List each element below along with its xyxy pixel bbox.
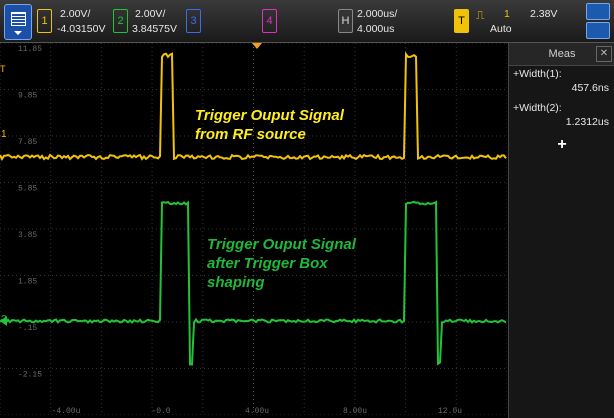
channel1-annotation: Trigger Ouput Signal from RF source xyxy=(195,106,344,144)
trigger-level-marker: T xyxy=(0,64,6,74)
trigger-button[interactable]: T xyxy=(454,9,469,33)
channel2-label-marker: 2 xyxy=(1,314,7,325)
annotation-line: Trigger Ouput Signal xyxy=(195,106,344,125)
channel1-scale: 2.00V/ xyxy=(60,7,90,21)
channel4-button[interactable]: 4 xyxy=(262,9,277,33)
horizontal-position: 4.000us xyxy=(357,22,394,36)
y-tick-label: 7.85 xyxy=(18,138,37,147)
x-tick-label: 8.00u xyxy=(343,407,367,415)
channel1-button[interactable]: 1 xyxy=(37,9,52,33)
waveform-display: 11.85 9.85 7.85 5.85 3.85 1.85 -.15 -2.15 -4.00… xyxy=(0,43,507,415)
screen-layout-icon[interactable] xyxy=(586,3,610,20)
horizontal-button[interactable]: H xyxy=(338,9,353,33)
annotation-line: shaping xyxy=(207,273,356,292)
measurement-row[interactable]: +Width(2): 1.2312us xyxy=(509,100,614,134)
channel1-ground-marker: 1 xyxy=(1,129,7,140)
trigger-level: 2.38V xyxy=(530,7,557,21)
channel2-offset: 3.84575V xyxy=(132,22,177,36)
x-tick-label: -0.0 xyxy=(151,407,170,415)
zoom-layout-icon[interactable] xyxy=(586,22,610,39)
y-tick-label: -.15 xyxy=(18,324,37,333)
y-tick-label: 5.85 xyxy=(18,185,37,194)
channel2-scale: 2.00V/ xyxy=(135,7,165,21)
add-measurement-button[interactable]: + xyxy=(509,136,614,154)
channel1-offset: -4.03150V xyxy=(57,22,105,36)
close-icon[interactable]: ✕ xyxy=(596,46,612,62)
annotation-line: from RF source xyxy=(195,125,344,144)
channel3-button[interactable]: 3 xyxy=(186,9,201,33)
annotation-line: Trigger Ouput Signal xyxy=(207,235,356,254)
measurement-value: 1.2312us xyxy=(566,116,609,128)
top-toolbar: 1 2.00V/ -4.03150V 2 2.00V/ 3.84575V 3 4… xyxy=(0,0,614,43)
dropdown-icon xyxy=(14,31,22,35)
rising-edge-icon: ⎍ xyxy=(476,8,484,23)
trigger-mode: Auto xyxy=(490,22,512,36)
x-tick-label: 4.00u xyxy=(245,407,269,415)
annotation-line: after Trigger Box xyxy=(207,254,356,273)
channel2-button[interactable]: 2 xyxy=(113,9,128,33)
time-per-div: 2.000us/ xyxy=(357,7,397,21)
y-tick-label: 9.85 xyxy=(18,92,37,101)
y-tick-label: 11.85 xyxy=(18,45,42,54)
x-tick-label: 12.0u xyxy=(438,407,462,415)
menu-icon xyxy=(11,12,26,26)
trigger-source: 1 xyxy=(504,7,510,21)
measurement-label: +Width(2): xyxy=(513,102,562,114)
y-tick-label: -2.15 xyxy=(18,371,42,380)
x-tick-label: -4.00u xyxy=(52,407,81,415)
measurement-row[interactable]: +Width(1): 457.6ns xyxy=(509,66,614,100)
measurements-title: Meas xyxy=(549,48,576,60)
measurements-panel: Meas ✕ +Width(1): 457.6ns +Width(2): 1.2… xyxy=(508,43,614,418)
channel2-annotation: Trigger Ouput Signal after Trigger Box s… xyxy=(207,235,356,292)
main-menu-button[interactable] xyxy=(4,4,32,40)
measurement-value: 457.6ns xyxy=(572,82,609,94)
measurement-label: +Width(1): xyxy=(513,68,562,80)
measurements-header: Meas ✕ xyxy=(509,43,614,66)
y-tick-label: 1.85 xyxy=(18,278,37,287)
y-tick-label: 3.85 xyxy=(18,231,37,240)
